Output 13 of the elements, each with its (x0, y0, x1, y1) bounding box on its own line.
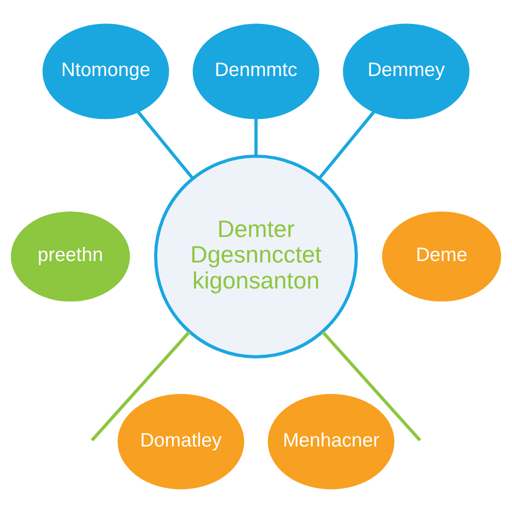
connector (318, 110, 376, 179)
node-ellipse: Deme (382, 210, 502, 302)
node-ellipse: Denmmtc (192, 23, 320, 119)
connector (90, 330, 190, 441)
connector (136, 110, 194, 179)
node-ellipse: Domatley (118, 393, 244, 489)
node-ellipse: preethn (10, 210, 130, 302)
node-circle: Demter Dgesnncctet kigonsanton (154, 154, 358, 358)
node-ellipse: Menhacner (268, 393, 394, 489)
node-ellipse: Ntomonge (42, 23, 170, 119)
connector (254, 117, 258, 156)
node-ellipse: Demmey (342, 23, 470, 119)
connector (322, 330, 422, 441)
